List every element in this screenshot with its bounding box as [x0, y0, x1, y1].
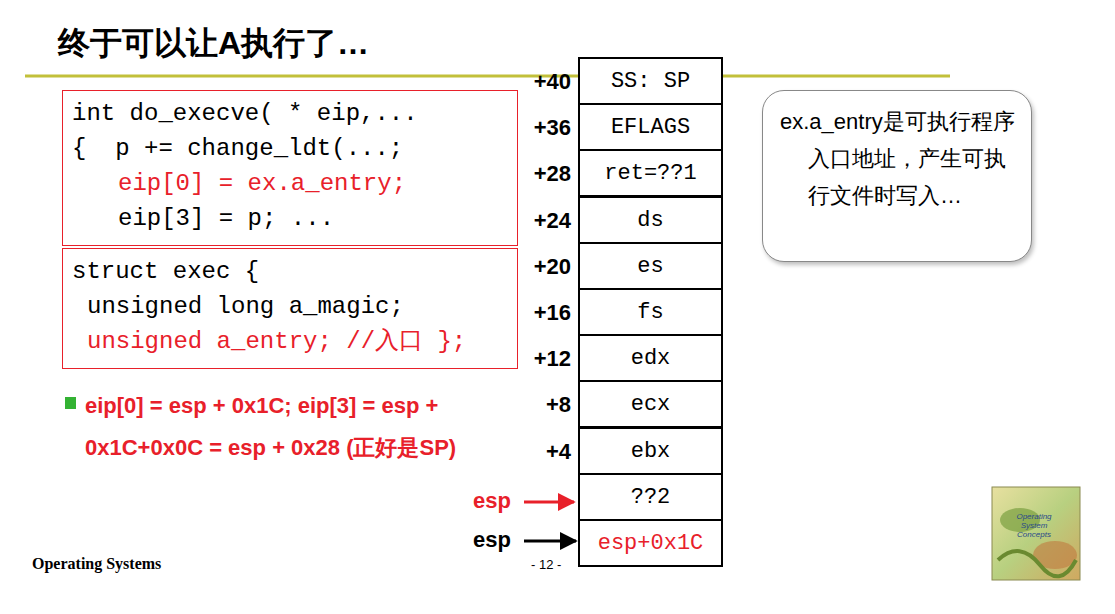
code-box: int do_execve( * eip,...{ p += change_ld…: [62, 90, 518, 246]
offset-label: +36: [534, 115, 571, 141]
stack-cell: es: [578, 242, 723, 290]
code-line: unsigned long a_magic;: [72, 289, 509, 324]
slide-title: 终于可以让A执行了…: [58, 22, 369, 66]
pointer-label: esp: [473, 488, 511, 514]
stack-entry: ecx: [631, 392, 671, 417]
code-line: unsigned a_entry; //入口 };: [72, 324, 509, 359]
book-cover: [992, 487, 1080, 580]
stack-cell: ret=??1: [578, 149, 723, 197]
stack-cell: SS: SP: [578, 57, 723, 105]
stack-cell: ebx: [578, 427, 723, 475]
stack-entry: ??2: [631, 485, 671, 510]
offset-label: +4: [546, 439, 571, 465]
pointer-label: esp: [473, 527, 511, 553]
stack-cell: esp+0x1C: [578, 519, 723, 567]
stack-entry: ds: [637, 208, 663, 233]
code-line: struct exec {: [72, 254, 509, 289]
book-title: Operating System Concepts: [1003, 512, 1065, 539]
code-line: int do_execve( * eip,...: [72, 96, 509, 131]
code-box: struct exec {unsigned long a_magic;unsig…: [62, 248, 518, 369]
stack-cell: EFLAGS: [578, 103, 723, 151]
note-text: ex.a_entry是可执行程序入口地址，产生可执行文件时写入…: [808, 103, 1017, 214]
page-number: - 12 -: [531, 557, 561, 572]
stack-entry: edx: [631, 346, 671, 371]
stack-entry: esp+0x1C: [598, 531, 704, 556]
offset-label: +12: [534, 346, 571, 372]
stack-cell: ecx: [578, 380, 723, 428]
stack-entry: es: [637, 254, 663, 279]
stack-entry: ret=??1: [604, 161, 696, 186]
offset-label: +8: [546, 392, 571, 418]
code-line: eip[0] = ex.a_entry;: [72, 166, 509, 201]
offset-label: +16: [534, 300, 571, 326]
offset-label: +24: [534, 208, 571, 234]
note-callout: ex.a_entry是可执行程序入口地址，产生可执行文件时写入…: [762, 90, 1032, 262]
note-text: eip[0] = esp + 0x1C; eip[3] = esp + 0x1C…: [85, 385, 525, 469]
title-rule: [25, 75, 950, 78]
stack-entry: EFLAGS: [611, 115, 690, 140]
stack-entry: SS: SP: [611, 69, 690, 94]
offset-label: +28: [534, 161, 571, 187]
offset-label: +20: [534, 254, 571, 280]
pointer-arrow: [524, 501, 574, 504]
stack-cell: fs: [578, 288, 723, 336]
pointer-arrow: [524, 540, 576, 543]
code-line: eip[3] = p; ...: [72, 201, 509, 236]
bullet-square: [65, 397, 76, 409]
stack-entry: ebx: [631, 439, 671, 464]
stack-cell: ds: [578, 196, 723, 244]
stack-entry: fs: [637, 300, 663, 325]
stack-cell: edx: [578, 334, 723, 382]
stack-cell: ??2: [578, 473, 723, 521]
offset-label: +40: [534, 69, 571, 95]
footer-text: Operating Systems: [32, 555, 161, 573]
code-line: { p += change_ldt(...;: [72, 131, 509, 166]
